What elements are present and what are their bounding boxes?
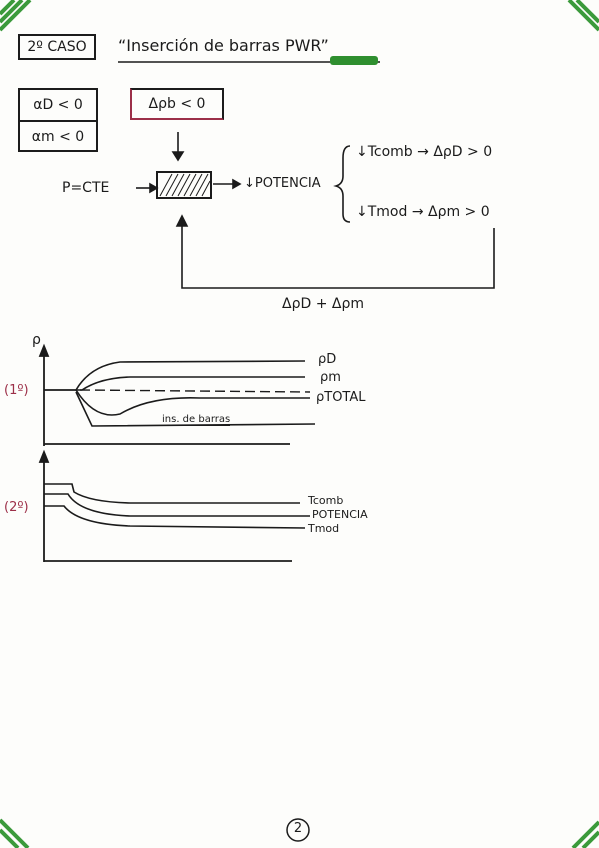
page-number: 2 [293,821,303,836]
graph-2-marker: (2º) [4,500,29,515]
reactor-block [156,171,212,199]
curve-label-rho-total: ρTOTAL [316,390,366,405]
graph-1 [38,343,316,446]
tmod-label: ↓Tmod → Δρm > 0 [356,204,490,220]
corner-decoration-bottom-left [0,818,30,848]
tcomb-label: ↓Tcomb → ΔρD > 0 [356,144,493,160]
curve-label-rho-d: ρD [318,352,337,367]
brace [333,145,351,223]
graph-2 [38,449,310,562]
corner-decoration-top-right [567,0,599,32]
curve-label-tcomb: Tcomb [308,494,344,507]
page-title: “Inserción de barras PWR” [118,36,329,55]
graph-1-annotation: ins. de barras [162,414,231,426]
p-cte-label: P=CTE [62,180,110,196]
title-highlight [330,56,378,65]
coefficient-box: αD < 0 αm < 0 [18,88,98,152]
curve-tcomb [44,483,300,504]
feedback-label: ΔρD + Δρm [282,296,364,312]
alpha-m-label: αm < 0 [31,129,85,145]
curve-rho-total [79,389,311,393]
corner-decoration-top-left [0,0,32,32]
corner-decoration-bottom-right [571,820,599,848]
page-number-circle [286,818,310,842]
alpha-d-label: αD < 0 [20,90,96,122]
curve-potencia [44,493,310,517]
curve-label-potencia: POTENCIA [312,508,368,521]
curve-rho-bars [75,389,310,416]
curve-rho-m [44,376,305,391]
curve-tmod [44,505,306,529]
graph-1-y-label: ρ [32,332,41,348]
case-label: 2º CASO [18,34,96,60]
curve-label-rho-m: ρm [320,370,341,385]
delta-rho-b-box: Δρb < 0 [130,88,224,120]
curve-label-tmod: Tmod [308,522,340,535]
curve-rho-drop [75,391,316,427]
potencia-label: ↓POTENCIA [244,176,321,191]
graph-1-marker: (1º) [4,383,29,398]
curve-rho-d [44,360,306,391]
flow-arrows [136,132,495,289]
